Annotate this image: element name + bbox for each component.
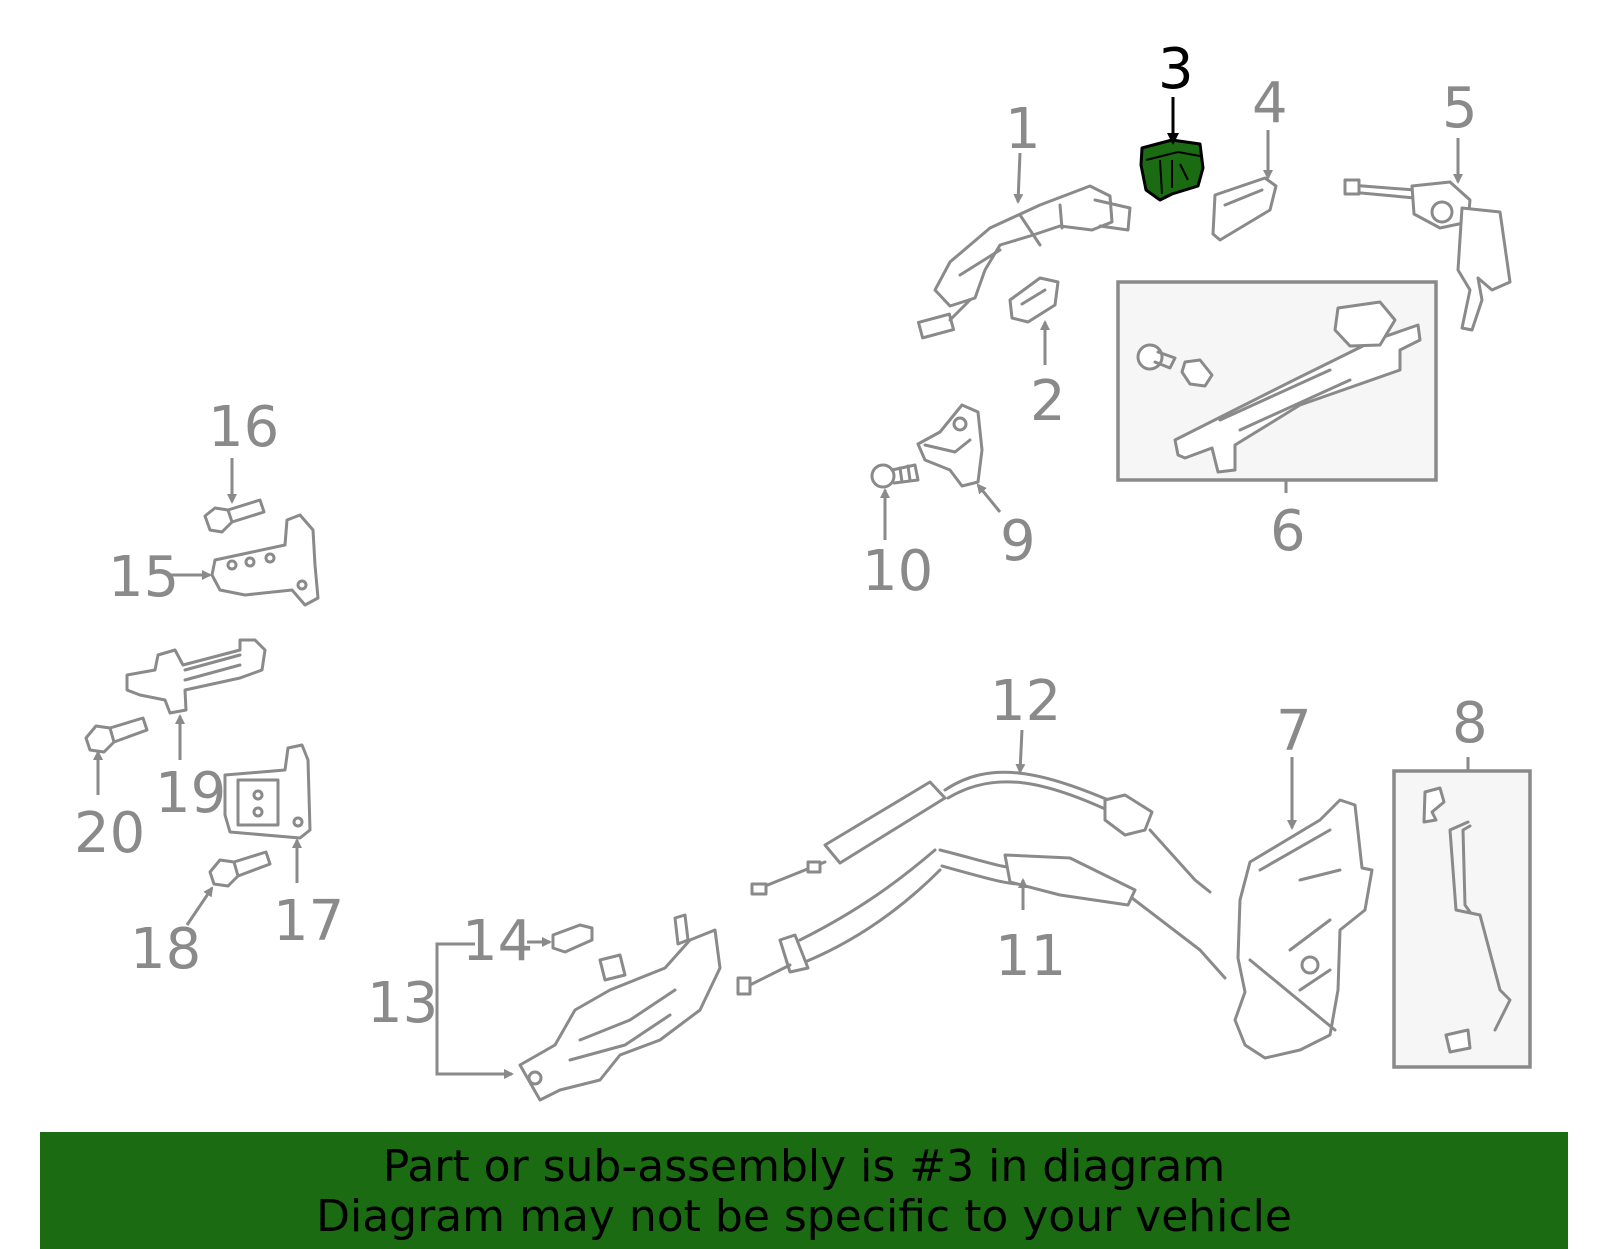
callout-11[interactable]: 11 [995,924,1066,989]
part-4-cover[interactable] [1211,176,1278,242]
callout-13[interactable]: 13 [367,971,438,1036]
callout-5[interactable]: 5 [1442,76,1478,141]
part-18-bolt[interactable] [208,850,272,888]
callout-15[interactable]: 15 [108,545,179,610]
part-19-door-checker[interactable] [125,638,267,715]
part-3-highlighted[interactable] [1139,138,1205,202]
part-6-handle-base-box[interactable] [1116,280,1438,482]
callout-14[interactable]: 14 [462,909,533,974]
part-11-cable[interactable] [736,848,1227,996]
part-7-lock-actuator[interactable] [1233,798,1374,1060]
callout-18[interactable]: 18 [130,917,201,982]
leader-lines [93,97,1470,1079]
callout-3[interactable]: 3 [1158,37,1194,102]
part-15-hinge-upper[interactable] [210,513,320,607]
part-9-striker[interactable] [916,403,984,488]
info-banner: Part or sub-assembly is #3 in diagram Di… [40,1132,1568,1249]
callout-7[interactable]: 7 [1276,699,1312,764]
callout-19[interactable]: 19 [155,761,226,826]
callout-8[interactable]: 8 [1452,691,1488,756]
part-17-hinge-lower[interactable] [223,743,312,840]
banner-line-2: Diagram may not be specific to your vehi… [316,1191,1292,1242]
callout-16[interactable]: 16 [208,395,279,460]
callout-17[interactable]: 17 [273,889,344,954]
part-1-outer-handle[interactable] [916,184,1132,340]
callout-12[interactable]: 12 [990,669,1061,734]
part-20-bolt[interactable] [84,716,149,754]
callout-2[interactable]: 2 [1030,369,1066,434]
callout-labels: 1 2 3 4 5 6 7 8 9 10 11 12 13 14 15 16 1… [74,37,1488,1036]
callout-1[interactable]: 1 [1005,97,1041,162]
part-2-cap[interactable] [1008,276,1060,324]
part-5-lock-cylinder[interactable] [1343,178,1512,332]
callout-9[interactable]: 9 [1000,509,1036,574]
part-16-bolt[interactable] [203,498,266,534]
part-13-inner-handle[interactable] [518,913,722,1102]
callout-10[interactable]: 10 [862,539,933,604]
callout-6[interactable]: 6 [1270,499,1306,564]
callout-4[interactable]: 4 [1252,71,1288,136]
banner-line-1: Part or sub-assembly is #3 in diagram [382,1141,1226,1192]
callout-20[interactable]: 20 [74,801,145,866]
part-14-clip[interactable] [551,923,594,954]
part-12-cable[interactable] [750,770,1212,896]
part-10-screw[interactable] [870,463,920,489]
part-8-rod-box[interactable] [1392,769,1532,1069]
